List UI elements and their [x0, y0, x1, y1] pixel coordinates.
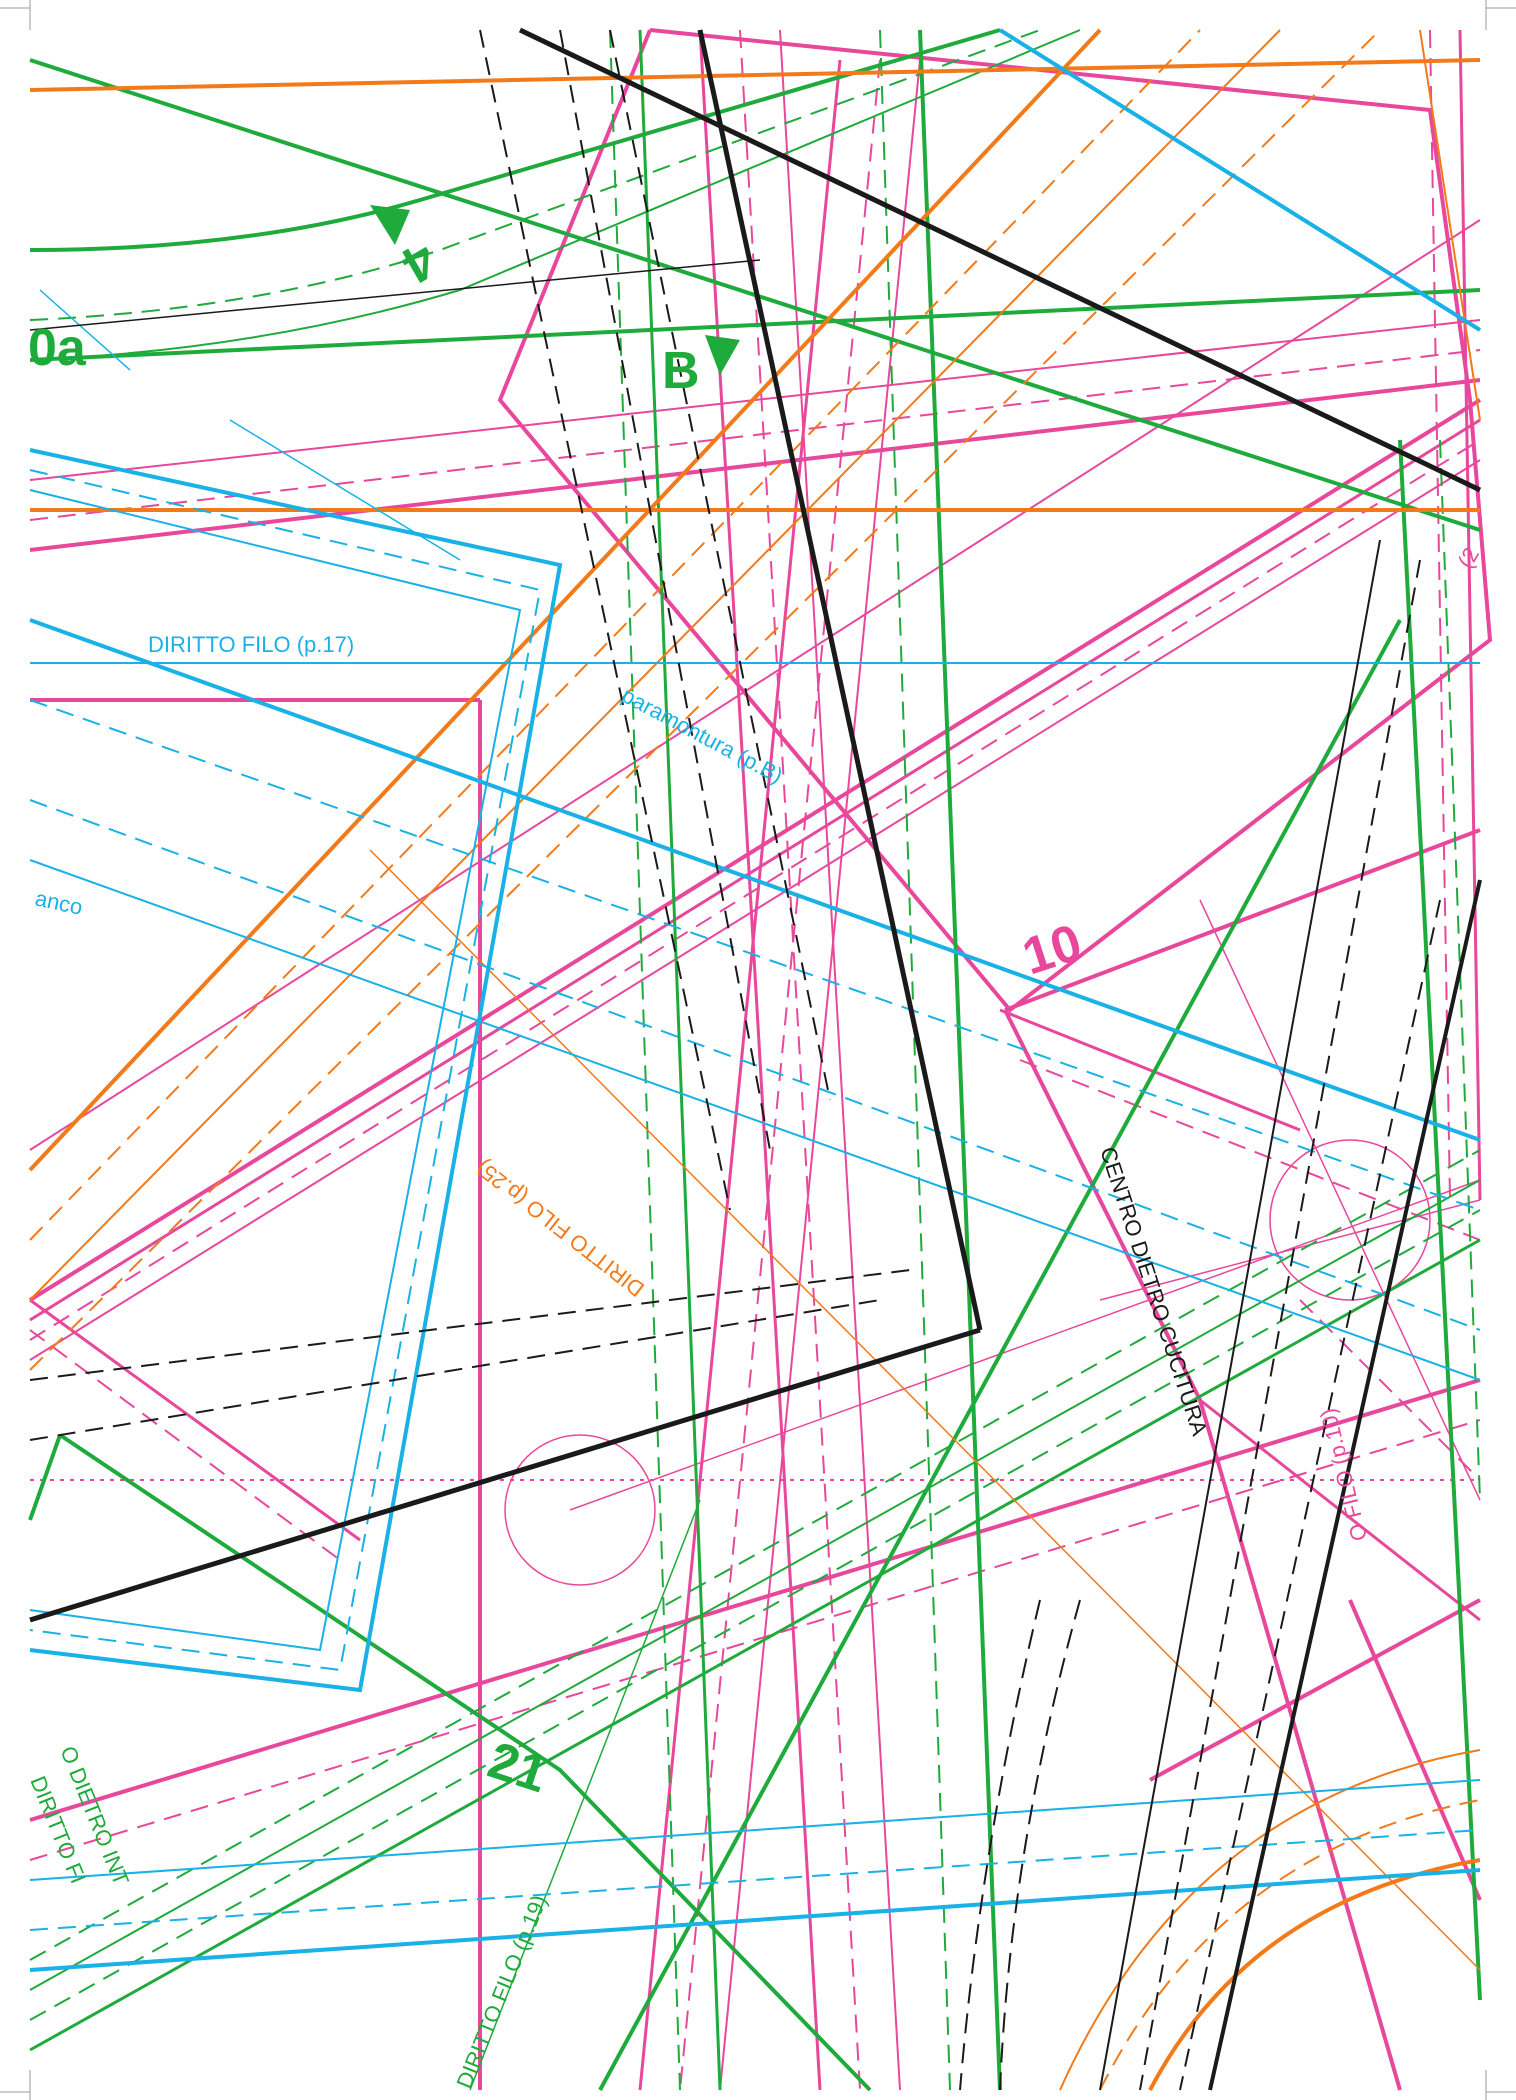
notch-marker-b: B	[662, 342, 700, 400]
grain-label-p19: DIRITTO FILO (p.19)	[451, 1891, 551, 2092]
grain-label-p10: O FILO (p.10)	[1315, 1406, 1372, 1544]
blue-pattern-lines	[29, 28, 1482, 1972]
center-back-label: CENTRO DIETRO CUCITURA	[1095, 1144, 1212, 1439]
piece-number-10a: 0a	[28, 319, 87, 377]
side-label-fragment: anco	[33, 885, 85, 919]
facing-label: paramontura (p.B)	[618, 682, 787, 788]
notch-arrow-b	[705, 335, 740, 375]
edge-label-fragment: (2	[1453, 543, 1484, 572]
pink-piece-outline	[497, 28, 1493, 1013]
grain-label-p17: DIRITTO FILO (p.17)	[148, 632, 354, 657]
grain-label-p25: DIRITTO FILO (p.25)	[471, 1155, 649, 1302]
black-pattern-lines	[29, 27, 1482, 2091]
orange-pattern-lines	[28, 28, 1481, 2091]
notch-arrow-a	[370, 205, 410, 245]
pink-pattern-lines	[28, 28, 1493, 2091]
